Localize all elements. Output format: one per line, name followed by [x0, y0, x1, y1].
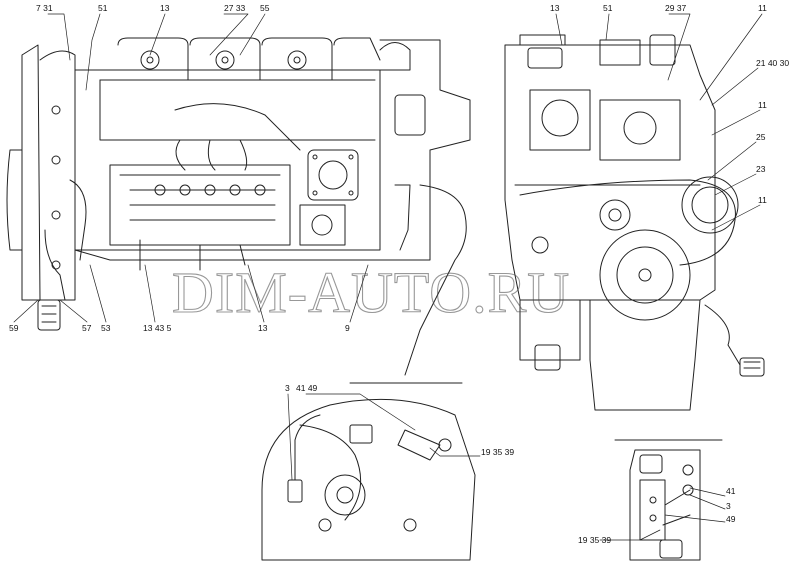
callout-label: 27 33	[224, 3, 246, 13]
detail-circle-view	[261, 382, 476, 561]
engine-side-view	[6, 37, 471, 376]
callout-label: 19 35 39	[578, 535, 611, 545]
callout-label: 13	[550, 3, 560, 13]
callout-label: 41 49	[296, 383, 318, 393]
callout-label: 3	[285, 383, 290, 393]
leader-lines	[13, 13, 763, 541]
callout-label: 7 31	[36, 3, 53, 13]
callout-label: 23	[756, 164, 766, 174]
callout-label: 25	[756, 132, 766, 142]
callout-labels: 7 31 51 13 27 33 55 59 57 53 13 43 5 13 …	[9, 3, 789, 545]
callout-label: 59	[9, 323, 19, 333]
callout-label: 9	[345, 323, 350, 333]
detail-side-view	[614, 439, 723, 561]
callout-label: 19 35 39	[481, 447, 514, 457]
watermark: DIM-AUTO.RU	[172, 260, 570, 325]
callout-label: 49	[726, 514, 736, 524]
callout-label: 29 37	[665, 3, 687, 13]
callout-label: 51	[603, 3, 613, 13]
callout-label: 41	[726, 486, 736, 496]
callout-label: 11	[758, 100, 767, 110]
callout-label: 3	[726, 501, 731, 511]
callout-label: 55	[260, 3, 270, 13]
callout-label: 51	[98, 3, 108, 13]
callout-label: 53	[101, 323, 111, 333]
callout-label: 13	[160, 3, 170, 13]
callout-label: 13 43 5	[143, 323, 172, 333]
callout-label: 11	[758, 195, 767, 205]
callout-label: 21 40 30	[756, 58, 789, 68]
callout-label: 57	[82, 323, 92, 333]
callout-label: 11	[758, 3, 767, 13]
engine-front-view	[504, 34, 765, 411]
callout-label: 13	[258, 323, 268, 333]
